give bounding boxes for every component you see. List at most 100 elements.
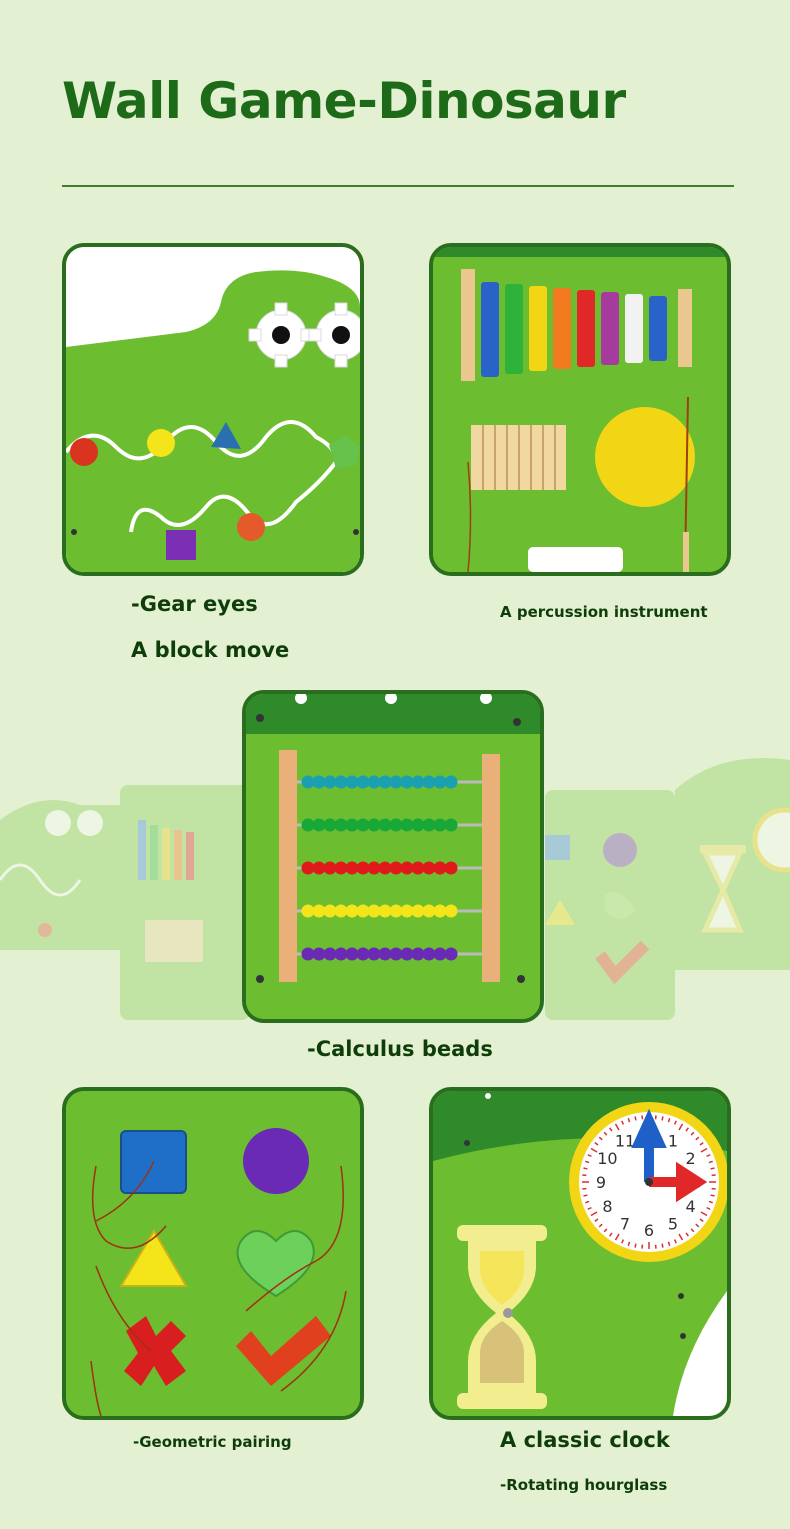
abacus-bead [378,947,392,961]
clock-tick [634,1116,637,1121]
abacus-bead [345,947,359,961]
clock-tick [710,1167,715,1170]
abacus-bead [400,904,414,918]
caption-percussion: A percussion instrument [500,603,708,621]
abacus-bead [312,775,326,789]
abacus-panel [242,690,544,1023]
clock-tick [583,1194,588,1197]
clock-tick [706,1206,711,1210]
clock-tick [695,1136,700,1141]
abacus-bead [433,904,447,918]
page-title: Wall Game-Dinosaur [62,72,626,130]
abacus-bead [301,861,315,875]
clock-tick [690,1228,695,1233]
clock-number: 9 [596,1173,606,1192]
clock-tick [627,1241,631,1246]
clock-tick [587,1154,592,1158]
clock-tick [685,1127,689,1132]
abacus-bead [378,775,392,789]
abacus-bead [411,818,425,832]
abacus-bead [301,904,315,918]
clock-tick [695,1223,700,1228]
clock-tick [708,1200,713,1204]
clock-tick [621,1239,625,1244]
abacus-bead [389,861,403,875]
clock-tick [685,1232,689,1237]
clock-tick [661,1243,664,1248]
abacus-bead [411,904,425,918]
abacus-bead [444,818,458,832]
abacus-bead [400,947,414,961]
caption-geometric-pairing: -Geometric pairing [133,1433,292,1451]
abacus-bead [323,947,337,961]
percussion-panel [429,243,731,576]
background-wall-board [0,758,790,1020]
xylophone-icon [481,282,667,377]
clock-tick [621,1120,625,1125]
abacus-bead [411,861,425,875]
abacus-bead [411,947,425,961]
abacus-bead [378,818,392,832]
abacus-bead [334,947,348,961]
abacus-bead [444,947,458,961]
abacus-bead [422,818,436,832]
clock-tick [590,1147,598,1153]
gear-eyes-panel [62,243,364,576]
abacus-bead [367,775,381,789]
clock-number: 1 [668,1131,678,1150]
abacus-bead [334,904,348,918]
clock-tick [699,1142,704,1146]
abacus-bead [334,861,348,875]
abacus-bead [378,861,392,875]
caption-block-move: A block move [131,638,290,662]
clock-number: 8 [602,1197,612,1216]
clock-tick [585,1160,590,1164]
geometric-pairing-panel [62,1087,364,1420]
abacus-bead [433,861,447,875]
clock-tick [634,1243,637,1248]
clock-tick [667,1118,671,1123]
clock-tick [594,1142,599,1146]
clock-tick [667,1241,671,1246]
abacus-bead [312,904,326,918]
clock-tick [585,1200,590,1204]
abacus-bead [345,818,359,832]
clock-tick [708,1160,713,1164]
clock-tick [678,1123,684,1131]
abacus-bead [433,818,447,832]
caption-classic-clock: A classic clock [500,1428,670,1452]
abacus-bead [301,775,315,789]
clock-tick [583,1167,588,1170]
abacus-bead [422,904,436,918]
abacus-bead [444,775,458,789]
abacus-bead [389,904,403,918]
clock-hands [631,1108,708,1203]
clock-tick [710,1194,715,1197]
abacus-bead [356,818,370,832]
clock-tick [594,1218,599,1222]
abacus-bead [356,861,370,875]
abacus-bead [411,775,425,789]
abacus-bead [378,904,392,918]
clock-tick [700,1147,708,1153]
abacus-bead [334,775,348,789]
clock-tick [609,1127,613,1132]
clock-tick [690,1131,695,1136]
abacus-bead [400,861,414,875]
abacus-bead [367,861,381,875]
abacus-bead [356,775,370,789]
abacus-bead [356,904,370,918]
abacus-bead [444,904,458,918]
abacus-bead [345,775,359,789]
abacus-bead [367,904,381,918]
abacus-bead [422,861,436,875]
caption-rotating-hourglass: -Rotating hourglass [500,1476,668,1494]
abacus-bead [345,904,359,918]
abacus-bead [323,861,337,875]
abacus-bead [367,818,381,832]
abacus-bead [334,818,348,832]
abacus-bead [367,947,381,961]
title-divider [62,185,734,187]
abacus-bead [389,947,403,961]
clock-hourglass-panel: 121234567891011 [429,1087,731,1420]
